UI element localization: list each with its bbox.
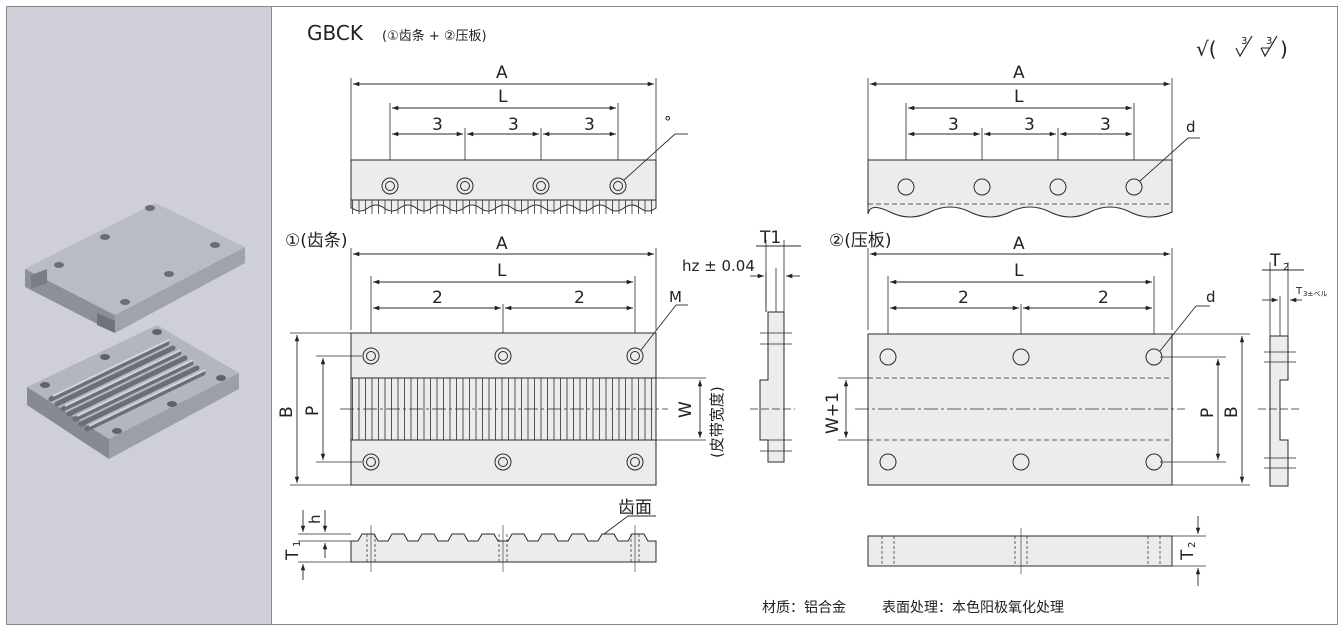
rack-dim-L: L — [497, 261, 507, 281]
plate-section-label: ②(压板) — [829, 231, 892, 251]
surface-finish-symbol: √( 3 3 ) — [1196, 35, 1288, 61]
rack-front-view — [298, 510, 657, 580]
drawing-frame — [6, 6, 1338, 625]
rack-side-view — [750, 240, 801, 463]
plate-top-dim-A: A — [1013, 63, 1025, 83]
rack-front-h: h — [306, 514, 324, 524]
spec-notes: 材质：铝合金 表面处理：本色阳极氧化处理 — [762, 597, 1100, 617]
plate-top-pitch-1: 3 — [948, 115, 959, 135]
plate-top-view — [867, 78, 1200, 218]
plate-front-T2-sub: 2 — [1187, 542, 1198, 548]
plate-main-view — [838, 248, 1250, 486]
plate-photo — [25, 203, 245, 333]
plate-top-pitch-3: 3 — [1100, 115, 1111, 135]
plate-side-T2-main: T — [1269, 251, 1281, 271]
rack-front-T1-main: T — [283, 549, 303, 561]
plate-dim-A: A — [1013, 234, 1025, 254]
rack-top-pitch-1: 3 — [432, 115, 443, 135]
plate-dim-L: L — [1014, 261, 1024, 281]
rack-section-label: ①(齿条) — [285, 231, 348, 251]
rack-dim-P: P — [303, 406, 323, 416]
surface-value-2: 3 — [1266, 36, 1272, 47]
rack-front-T1-sub: 1 — [292, 541, 303, 547]
surface-treatment-note: 表面处理：本色阳极氧化处理 — [882, 600, 1064, 616]
plate-pitch-2: 2 — [1098, 288, 1109, 308]
plate-pitch-1: 2 — [958, 288, 969, 308]
rack-dim-B: B — [277, 406, 297, 418]
rack-top-pitch-3: 3 — [584, 115, 595, 135]
rack-dim-A: A — [496, 234, 508, 254]
plate-top-callout: d — [1186, 118, 1196, 136]
rack-pitch-1: 2 — [432, 288, 443, 308]
rack-top-pitch-2: 3 — [508, 115, 519, 135]
rack-dim-W: W — [676, 401, 696, 418]
rack-side-hz: hz ± 0.04 — [682, 257, 755, 275]
material-note: 材质：铝合金 — [762, 600, 846, 616]
rack-side-T1: T1 — [759, 228, 781, 248]
plate-side-view — [1258, 262, 1304, 487]
model-title: GBCK — [307, 21, 364, 45]
plate-dim-P: P — [1198, 408, 1218, 418]
product-photo-panel — [7, 7, 272, 624]
product-photo — [25, 203, 245, 459]
plate-dim-B: B — [1222, 406, 1242, 418]
surface-symbol-left: √( — [1196, 37, 1217, 61]
rack-top-callout: ° — [664, 113, 672, 131]
plate-side-T3-main: T — [1295, 286, 1303, 297]
surface-value-1: 3 — [1241, 36, 1247, 47]
plate-front-T2-main: T — [1178, 549, 1198, 561]
plate-side-T2-sub: 2 — [1283, 262, 1289, 273]
rack-top-view — [350, 78, 688, 214]
belt-width-note: (皮带宽度) — [708, 386, 726, 458]
rack-callout-M: M — [669, 288, 682, 306]
rack-pitch-2: 2 — [574, 288, 585, 308]
plate-top-pitch-2: 3 — [1024, 115, 1035, 135]
plate-dim-W1: W+1 — [823, 392, 843, 434]
rack-photo — [27, 325, 239, 459]
plate-top-dim-L: L — [1014, 87, 1024, 107]
rack-main-view — [290, 248, 706, 486]
plate-callout-d: d — [1206, 288, 1216, 306]
surface-symbol-right: ) — [1280, 37, 1288, 61]
parts-subtitle: (①齿条 + ②压板) — [382, 28, 487, 44]
rack-top-dim-A: A — [496, 63, 508, 83]
plate-side-T3-sub: 3±ベル — [1303, 290, 1327, 298]
rack-top-dim-L: L — [498, 87, 508, 107]
plate-front-view — [867, 516, 1206, 586]
tooth-face-label: 齿面 — [618, 498, 652, 518]
